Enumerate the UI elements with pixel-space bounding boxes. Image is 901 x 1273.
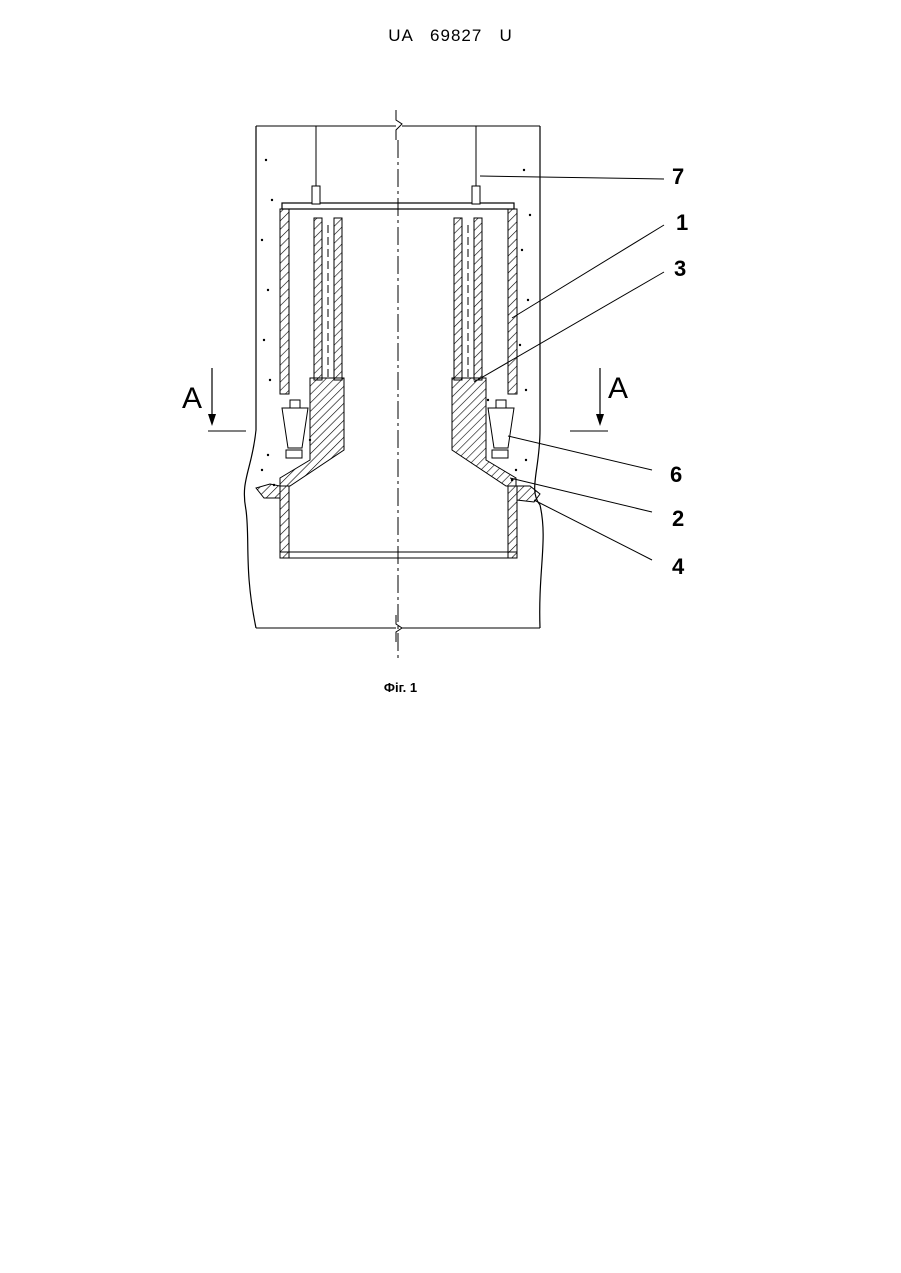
callout-3: 3 bbox=[674, 256, 686, 281]
borehole-wall-left bbox=[244, 126, 256, 628]
callout-4: 4 bbox=[672, 554, 685, 579]
break-mark-top bbox=[396, 110, 402, 140]
leader-lines bbox=[474, 176, 664, 560]
callout-labels: 7 1 3 6 2 4 bbox=[670, 164, 688, 579]
borehole-wall-right bbox=[535, 126, 543, 628]
callout-7: 7 bbox=[672, 164, 684, 189]
technical-drawing: A A 7 1 3 6 2 4 bbox=[0, 0, 901, 720]
section-marker-left: A bbox=[182, 368, 246, 431]
figure-caption: Фіг. 1 bbox=[0, 680, 801, 695]
callout-2: 2 bbox=[672, 506, 684, 531]
section-marker-right: A bbox=[570, 368, 628, 431]
callout-1: 1 bbox=[676, 210, 688, 235]
break-mark-bottom bbox=[396, 615, 402, 642]
callout-6: 6 bbox=[670, 462, 682, 487]
section-label-left: A bbox=[182, 382, 202, 415]
section-label-right: A bbox=[608, 372, 628, 405]
